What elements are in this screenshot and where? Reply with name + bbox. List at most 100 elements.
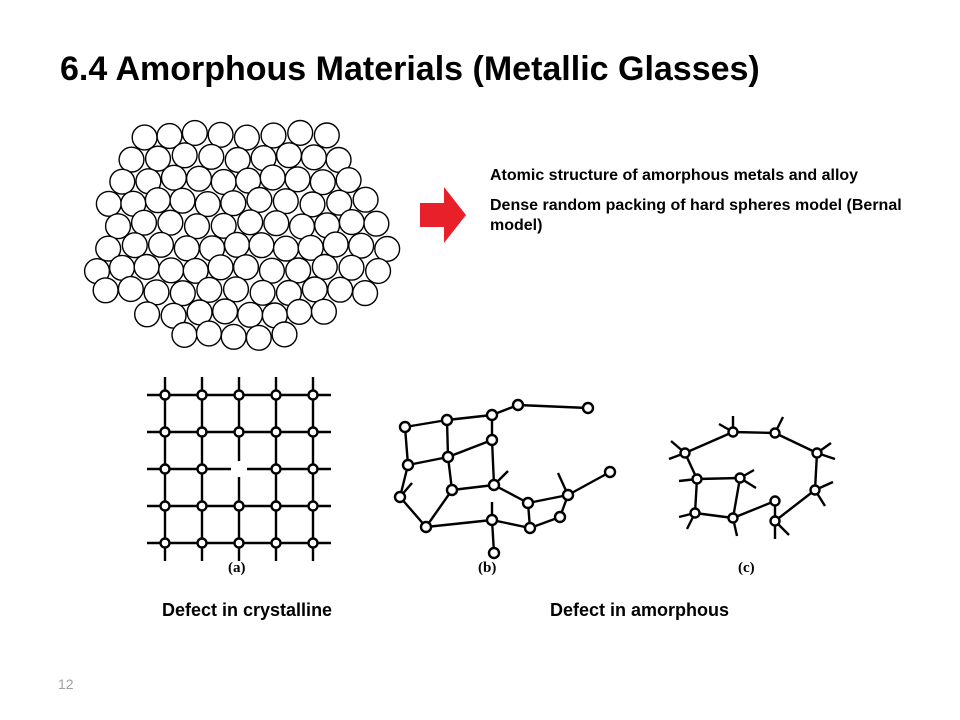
network-atom xyxy=(603,465,617,479)
lattice-atom xyxy=(233,426,245,438)
atom-sphere xyxy=(248,232,275,259)
network-bond xyxy=(490,439,496,486)
network-bond xyxy=(774,431,818,455)
atom-sphere xyxy=(207,254,234,281)
caption-crystalline: Defect in crystalline xyxy=(162,600,333,620)
atom-sphere xyxy=(348,232,375,259)
lattice-atom xyxy=(196,389,208,401)
network-atom xyxy=(398,420,412,434)
caption-amorphous: Defect in amorphous xyxy=(550,600,730,620)
atom-sphere xyxy=(173,235,200,262)
network-atom xyxy=(401,458,415,472)
atom-sphere xyxy=(287,119,314,146)
atom-sphere xyxy=(374,235,401,262)
atom-sphere xyxy=(365,257,392,285)
network-atom xyxy=(727,512,739,524)
network-bond xyxy=(567,470,611,497)
network-bond xyxy=(731,477,742,519)
atom-sphere xyxy=(118,146,145,173)
atom-sphere xyxy=(109,168,136,195)
figure-label-a: (a) xyxy=(228,560,246,576)
atom-sphere xyxy=(272,188,299,215)
amorphous-network-figure-b xyxy=(393,398,617,560)
lattice-atom xyxy=(196,500,208,512)
lattice-atom xyxy=(307,463,319,475)
atom-sphere xyxy=(171,321,198,348)
atom-sphere xyxy=(144,187,171,214)
atom-sphere xyxy=(284,166,311,193)
network-bond xyxy=(774,489,816,522)
atom-sphere xyxy=(258,257,285,284)
network-atom xyxy=(521,496,535,510)
network-bond xyxy=(684,430,734,455)
network-atom xyxy=(769,427,781,439)
atom-sphere xyxy=(223,231,250,258)
atom-sphere xyxy=(220,323,247,350)
atom-sphere xyxy=(271,321,298,348)
network-atom xyxy=(487,546,501,560)
lattice-atom xyxy=(233,389,245,401)
description: Atomic structure of amorphous metals and… xyxy=(490,166,910,246)
atom-sphere xyxy=(220,190,247,217)
atom-sphere xyxy=(310,298,337,325)
atom-sphere xyxy=(352,186,379,213)
lattice-atom xyxy=(307,389,319,401)
atom-sphere xyxy=(245,324,272,351)
network-atom xyxy=(769,495,781,507)
defect-diagrams xyxy=(147,377,836,561)
atom-sphere xyxy=(237,301,264,328)
atom-sphere xyxy=(224,146,251,173)
atom-sphere xyxy=(249,279,276,306)
atom-sphere xyxy=(260,122,287,149)
network-bond xyxy=(404,418,448,429)
atom-sphere xyxy=(327,276,354,303)
atom-sphere xyxy=(95,235,122,262)
atom-sphere xyxy=(212,298,239,325)
atom-sphere xyxy=(181,119,208,147)
atom-sphere xyxy=(299,191,326,218)
network-atom xyxy=(393,490,407,504)
network-bond xyxy=(732,499,776,520)
network-atom xyxy=(487,478,501,492)
atom-sphere xyxy=(133,253,160,280)
lattice-atom xyxy=(270,389,282,401)
lattice-atom xyxy=(270,426,282,438)
atom-sphere xyxy=(131,124,158,151)
lattice-atom xyxy=(159,389,171,401)
atom-sphere xyxy=(272,235,300,262)
atom-sphere xyxy=(311,253,338,280)
lattice-atom xyxy=(270,537,282,549)
slide-title: 6.4 Amorphous Materials (Metallic Glasse… xyxy=(60,50,760,88)
network-bond xyxy=(517,403,589,410)
network-atom xyxy=(511,398,525,412)
atom-sphere xyxy=(144,145,172,172)
lattice-atom xyxy=(159,426,171,438)
atom-sphere xyxy=(326,189,353,216)
network-bond xyxy=(527,493,569,505)
lattice-atom xyxy=(307,537,319,549)
lattice-atom xyxy=(270,500,282,512)
atom-sphere xyxy=(275,142,303,169)
network-bond xyxy=(491,518,531,530)
atom-sphere xyxy=(198,143,225,170)
atom-sphere xyxy=(286,298,313,325)
network-atom xyxy=(581,401,595,415)
description-line-1: Atomic structure of amorphous metals and… xyxy=(490,167,859,184)
atom-sphere xyxy=(263,210,290,237)
atom-sphere xyxy=(352,280,379,307)
network-bond xyxy=(407,455,449,467)
lattice-atom xyxy=(159,500,171,512)
lattice-atom xyxy=(196,537,208,549)
atom-sphere xyxy=(169,187,196,214)
lattice-atom xyxy=(159,537,171,549)
atom-sphere xyxy=(207,121,234,148)
network-atom xyxy=(769,515,781,527)
atom-sphere xyxy=(130,209,158,236)
atom-sphere xyxy=(237,209,264,236)
network-atom xyxy=(809,484,821,496)
lattice-atom xyxy=(196,463,208,475)
network-atom xyxy=(679,447,691,459)
atom-sphere xyxy=(143,279,170,306)
atom-sphere xyxy=(133,301,161,328)
lattice-atom xyxy=(307,426,319,438)
